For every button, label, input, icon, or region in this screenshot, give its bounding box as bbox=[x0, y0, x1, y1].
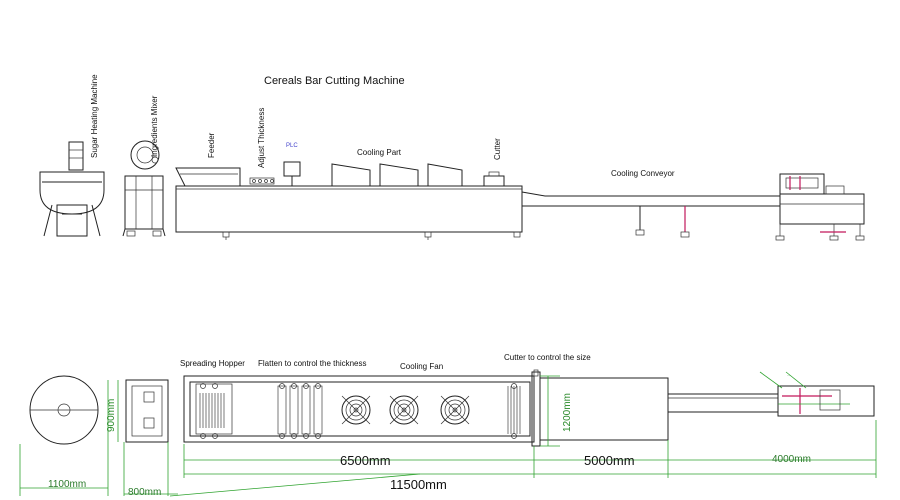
top-view: ... Spreading Hopper Flatten to control … bbox=[29, 353, 875, 447]
dim-1100: 1100mm bbox=[48, 479, 86, 490]
label-feeder: Feeder bbox=[207, 132, 216, 158]
label-flatten: Flatten to control the thickness bbox=[258, 359, 367, 368]
dim-11500: 11500mm bbox=[390, 477, 447, 492]
label-cooling-fan: Cooling Fan bbox=[400, 362, 443, 371]
side-view: Sugar Heating Machine Ingredients Mixer … bbox=[39, 74, 865, 241]
sugar-heating-machine: Sugar Heating Machine bbox=[39, 74, 105, 237]
cooling-conveyor: Cooling Conveyor bbox=[521, 169, 780, 238]
dim-6500: 6500mm bbox=[340, 453, 391, 468]
ingredients-mixer: Ingredients Mixer bbox=[122, 95, 166, 237]
mixer-top-view bbox=[125, 379, 169, 443]
label-cutter: Cutter bbox=[493, 138, 502, 160]
label-sugar-heating: Sugar Heating Machine bbox=[90, 74, 99, 158]
dim-1200: 1200mm bbox=[562, 393, 573, 432]
conveyor-top-view bbox=[539, 377, 779, 441]
svg-text:...: ... bbox=[787, 372, 790, 377]
dim-5000: 5000mm bbox=[584, 453, 635, 468]
cooling-fan-2 bbox=[389, 395, 419, 425]
main-machine-body: Feeder Adjust Thickness PLC Cooling Part… bbox=[175, 108, 523, 240]
label-plc: PLC bbox=[286, 143, 298, 149]
main-frame-top-view bbox=[183, 369, 541, 447]
label-cutter-size: Cutter to control the size bbox=[504, 353, 591, 362]
dimension-lines: 6500mm 5000mm 4000mm 11500mm 1100mm 800m… bbox=[19, 375, 877, 498]
dim-4000: 4000mm bbox=[772, 454, 811, 465]
label-ingredients-mixer: Ingredients Mixer bbox=[150, 95, 159, 157]
label-spreading-hopper: Spreading Hopper bbox=[180, 359, 245, 368]
drawing-title: Cereals Bar Cutting Machine bbox=[264, 75, 405, 87]
cooling-fan-1 bbox=[341, 395, 371, 425]
dim-800: 800mm bbox=[128, 487, 161, 498]
dim-900: 900mm bbox=[106, 399, 117, 432]
label-adjust-thickness: Adjust Thickness bbox=[257, 108, 266, 168]
packaging-machine bbox=[775, 173, 865, 241]
cooling-fan-3 bbox=[440, 395, 470, 425]
tank-top-view bbox=[29, 375, 99, 445]
packaging-top-view: ... bbox=[759, 371, 875, 417]
label-cooling-conveyor: Cooling Conveyor bbox=[611, 169, 675, 178]
label-cooling-part: Cooling Part bbox=[357, 148, 402, 157]
